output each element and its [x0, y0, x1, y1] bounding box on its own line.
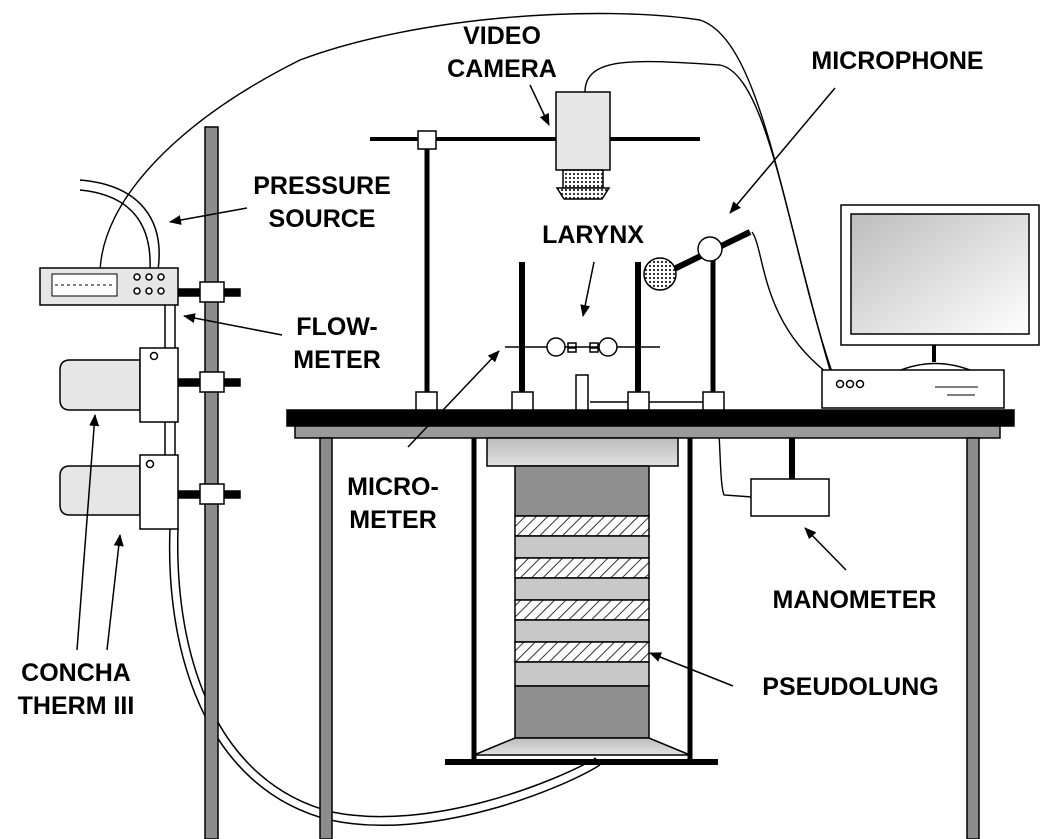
- arrow-microphone: [729, 87, 836, 214]
- label-manometer: MANOMETER: [772, 586, 937, 614]
- arrow-manometer: [804, 527, 847, 571]
- label-pseudolung: PSEUDOLUNG: [762, 673, 939, 701]
- label-flow-meter: FLOW- METER: [293, 313, 381, 374]
- label-concha-therm: CONCHA THERM III: [17, 659, 135, 720]
- manometer-device: [750, 438, 830, 517]
- support-pole: [204, 126, 219, 839]
- label-larynx: LARYNX: [542, 221, 644, 249]
- arrow-pressure-source: [169, 207, 248, 225]
- post-bases: [415, 391, 725, 411]
- camera-stand: [370, 130, 700, 398]
- callout-arrows: [76, 84, 847, 687]
- arrow-larynx: [580, 261, 595, 317]
- conchatherm-unit-upper: [59, 347, 179, 423]
- concha-connectors: [164, 305, 176, 455]
- table: [286, 409, 1015, 839]
- label-video-camera: VIDEO CAMERA: [447, 22, 557, 83]
- camera-cable: [584, 60, 833, 373]
- arrow-micrometer: [407, 350, 500, 448]
- arrow-concha-upper: [76, 414, 100, 651]
- label-microphone: MICROPHONE: [811, 47, 984, 75]
- flowmeter-device: [39, 267, 179, 306]
- label-micrometer: MICRO- METER: [347, 473, 439, 534]
- conchatherm-unit-lower: [59, 454, 179, 530]
- pseudolung: [445, 437, 718, 765]
- pressure-tube: [79, 179, 160, 271]
- label-pressure-source: PRESSURE SOURCE: [253, 172, 391, 233]
- larynx-posts: [519, 258, 716, 398]
- video-camera: [555, 91, 611, 200]
- computer: [821, 204, 1040, 409]
- microphone: [643, 229, 752, 291]
- arrow-pseudolung: [649, 652, 734, 687]
- arrow-video-camera: [529, 84, 550, 126]
- microphone-cable: [751, 231, 827, 373]
- trachea-tube: [575, 374, 589, 411]
- larynx-model: [505, 337, 660, 357]
- arrow-concha-lower: [106, 534, 124, 651]
- arrow-flowmeter: [183, 313, 283, 336]
